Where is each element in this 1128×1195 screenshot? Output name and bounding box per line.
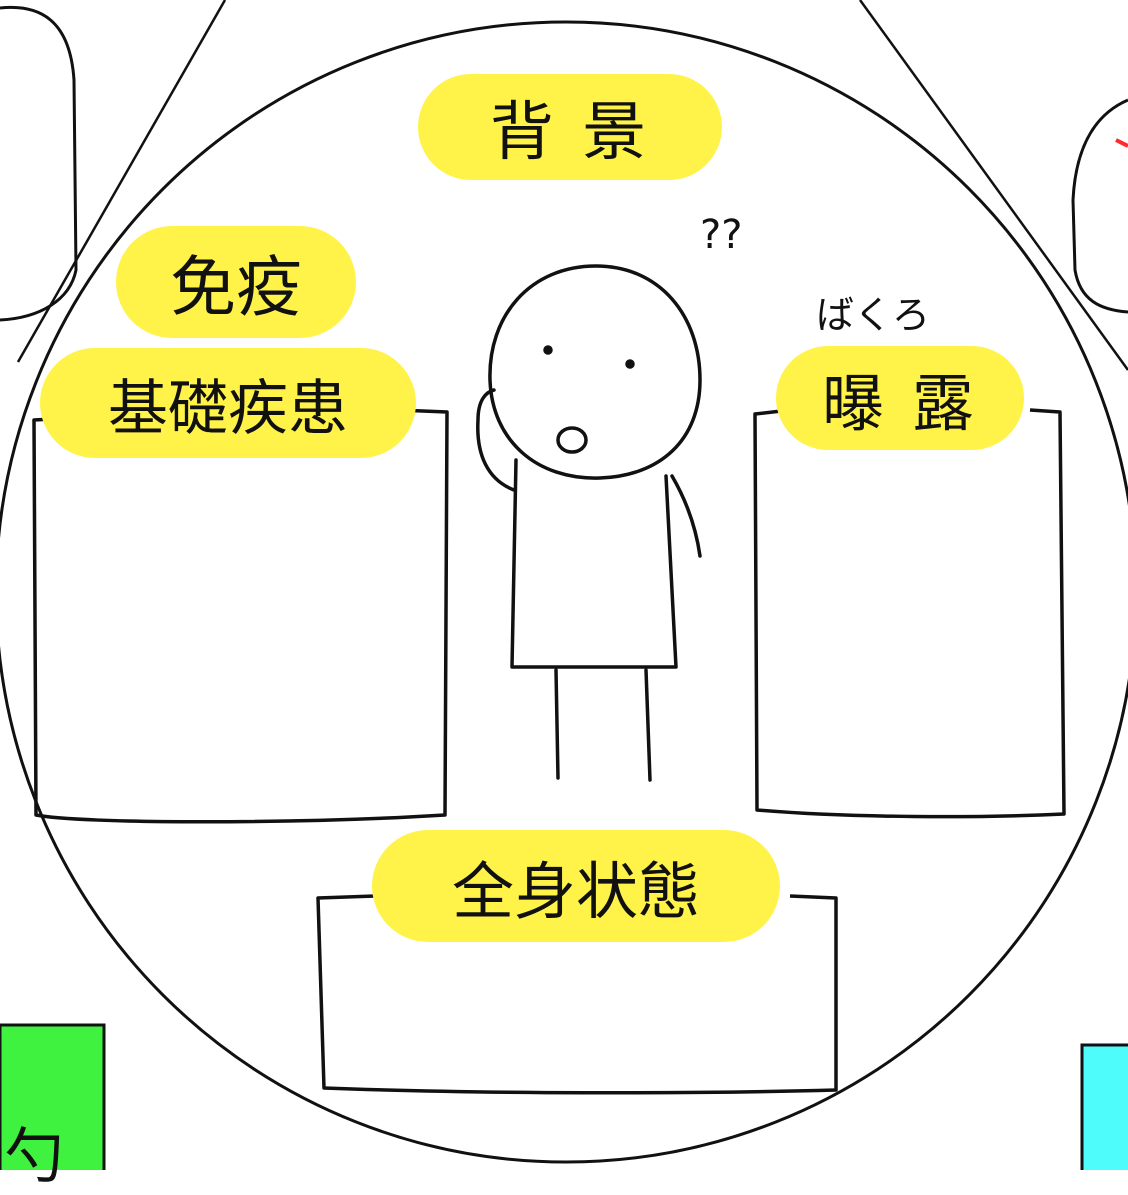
right-neighbour-card bbox=[1071, 98, 1128, 314]
person-head bbox=[488, 264, 702, 480]
red-mark bbox=[1115, 138, 1128, 148]
cone-line-left bbox=[16, 0, 227, 363]
left-neighbour-card bbox=[0, 5, 78, 322]
person-right-leg bbox=[644, 668, 652, 782]
puzzled-person bbox=[476, 264, 702, 782]
cone-line-right bbox=[858, 0, 1128, 371]
question-marks: ?? bbox=[700, 212, 743, 258]
person-right-arm bbox=[670, 474, 702, 558]
exposure-reading-furigana: ばくろ bbox=[816, 293, 931, 337]
general-condition-box bbox=[316, 894, 838, 1095]
person-left-arm-scratching bbox=[476, 388, 516, 492]
exposure-label: 曝 露 bbox=[776, 346, 1024, 450]
exposure-box bbox=[753, 408, 1066, 819]
general-condition-label: 全身状態 bbox=[372, 830, 780, 942]
green-card bbox=[0, 1023, 106, 1170]
person-mouth bbox=[556, 426, 588, 454]
magnifier-circle bbox=[0, 20, 1128, 1164]
background-label: 背 景 bbox=[418, 74, 722, 180]
person-body bbox=[510, 458, 678, 669]
immunity-label: 免疫 bbox=[116, 226, 356, 338]
person-left-eye bbox=[543, 345, 553, 355]
green-card-text: 勺 bbox=[4, 1122, 64, 1192]
underlying-disease-box bbox=[32, 408, 449, 824]
underlying-disease-label: 基礎疾患 bbox=[40, 348, 416, 458]
person-right-eye bbox=[625, 359, 635, 369]
person-left-leg bbox=[554, 668, 560, 780]
cyan-card bbox=[1080, 1043, 1128, 1170]
